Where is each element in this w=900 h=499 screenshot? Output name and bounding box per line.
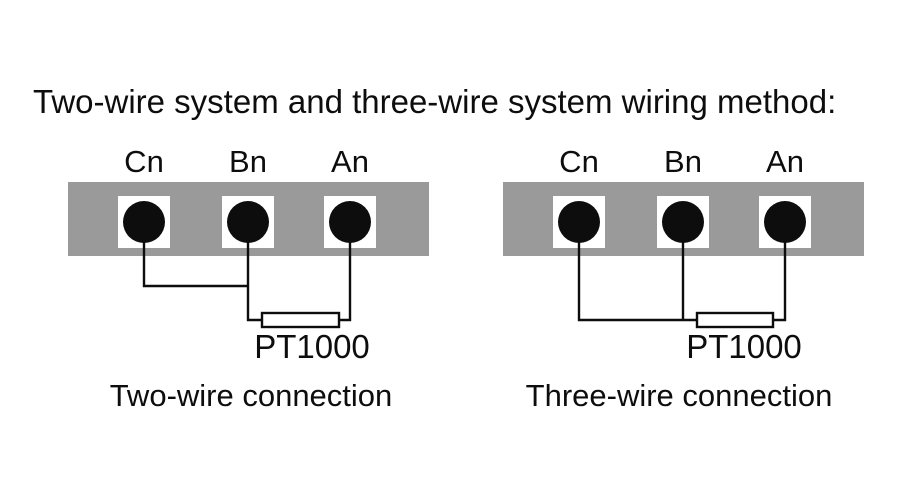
component-label: PT1000 <box>686 328 802 365</box>
wire-twowire-bn <box>246 230 262 322</box>
page-title: Two-wire system and three-wire system wi… <box>33 83 837 120</box>
resistor-body-icon <box>260 311 341 329</box>
terminal-label-cn: Cn <box>559 144 599 179</box>
terminal-label-an: An <box>331 144 369 179</box>
terminal-label-bn: Bn <box>229 144 267 179</box>
wire-threewire-an <box>773 230 787 322</box>
terminal-label-bn: Bn <box>664 144 702 179</box>
component-label: PT1000 <box>254 328 370 365</box>
terminal-socket-cn <box>553 196 605 248</box>
terminal-label-an: An <box>766 144 804 179</box>
resistor-body-icon <box>695 311 775 329</box>
caption-two-wire: Two-wire connection <box>109 378 393 413</box>
wire-twowire-an <box>339 230 352 322</box>
wire-threewire-cn <box>577 230 697 322</box>
wire-twowire-cn <box>142 230 248 288</box>
caption-three-wire: Three-wire connection <box>525 378 833 413</box>
terminal-label-cn: Cn <box>124 144 164 179</box>
